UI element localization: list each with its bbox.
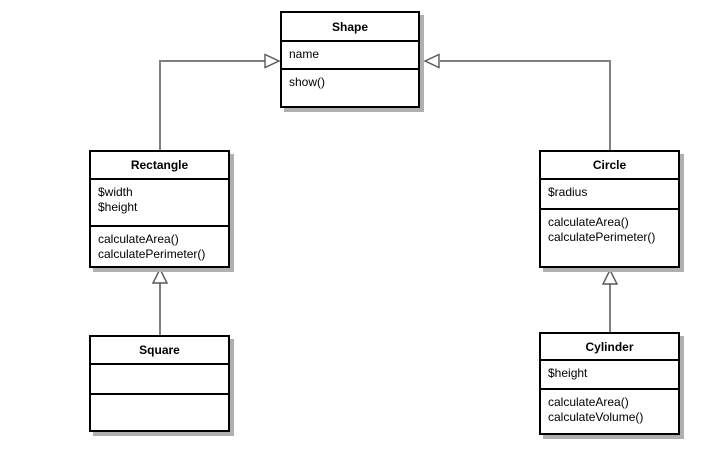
attribute-line: $height xyxy=(98,200,138,214)
class-methods-section xyxy=(91,395,228,430)
attribute-line: $height xyxy=(548,366,588,380)
inheritance-arrowhead-icon xyxy=(151,267,169,284)
method-line: calculateArea() xyxy=(548,215,629,229)
class-title: Rectangle xyxy=(91,152,228,180)
class-title: Cylinder xyxy=(541,334,678,361)
method-line: calculatePerimeter() xyxy=(98,247,206,261)
class-methods-section: calculateArea() calculatePerimeter() xyxy=(91,227,228,266)
attribute-line: $width xyxy=(98,185,133,199)
inheritance-arrowhead-icon xyxy=(423,53,440,69)
method-line: calculatePerimeter() xyxy=(548,230,656,244)
class-title: Square xyxy=(91,337,228,365)
class-box-cylinder[interactable]: Cylinder $height calculateArea() calcula… xyxy=(539,332,680,435)
inheritance-arrowhead-icon xyxy=(264,53,281,69)
class-methods-section: calculateArea() calculatePerimeter() xyxy=(541,210,678,266)
inheritance-connector-rectangle-shape[interactable] xyxy=(159,60,265,150)
inheritance-arrowhead-icon xyxy=(601,268,619,285)
class-attributes-section: name xyxy=(282,42,418,70)
class-box-square[interactable]: Square xyxy=(89,335,230,432)
class-methods-section: show() xyxy=(282,70,418,106)
class-title: Circle xyxy=(541,152,678,180)
class-attributes-section: $height xyxy=(541,361,678,390)
class-box-shape[interactable]: Shape name show() xyxy=(280,11,420,108)
class-box-rectangle[interactable]: Rectangle $width $height calculateArea()… xyxy=(89,150,230,268)
class-box-circle[interactable]: Circle $radius calculateArea() calculate… xyxy=(539,150,680,268)
inheritance-connector-circle-shape[interactable] xyxy=(440,60,611,150)
method-line: calculateArea() xyxy=(98,232,179,246)
class-attributes-section: $width $height xyxy=(91,180,228,227)
method-line: show() xyxy=(289,75,326,89)
class-title: Shape xyxy=(282,13,418,42)
method-line: calculateVolume() xyxy=(548,410,644,424)
class-attributes-section xyxy=(91,365,228,395)
class-attributes-section: $radius xyxy=(541,180,678,210)
class-methods-section: calculateArea() calculateVolume() xyxy=(541,390,678,433)
attribute-line: name xyxy=(289,47,320,61)
attribute-line: $radius xyxy=(548,185,588,199)
method-line: calculateArea() xyxy=(548,395,629,409)
